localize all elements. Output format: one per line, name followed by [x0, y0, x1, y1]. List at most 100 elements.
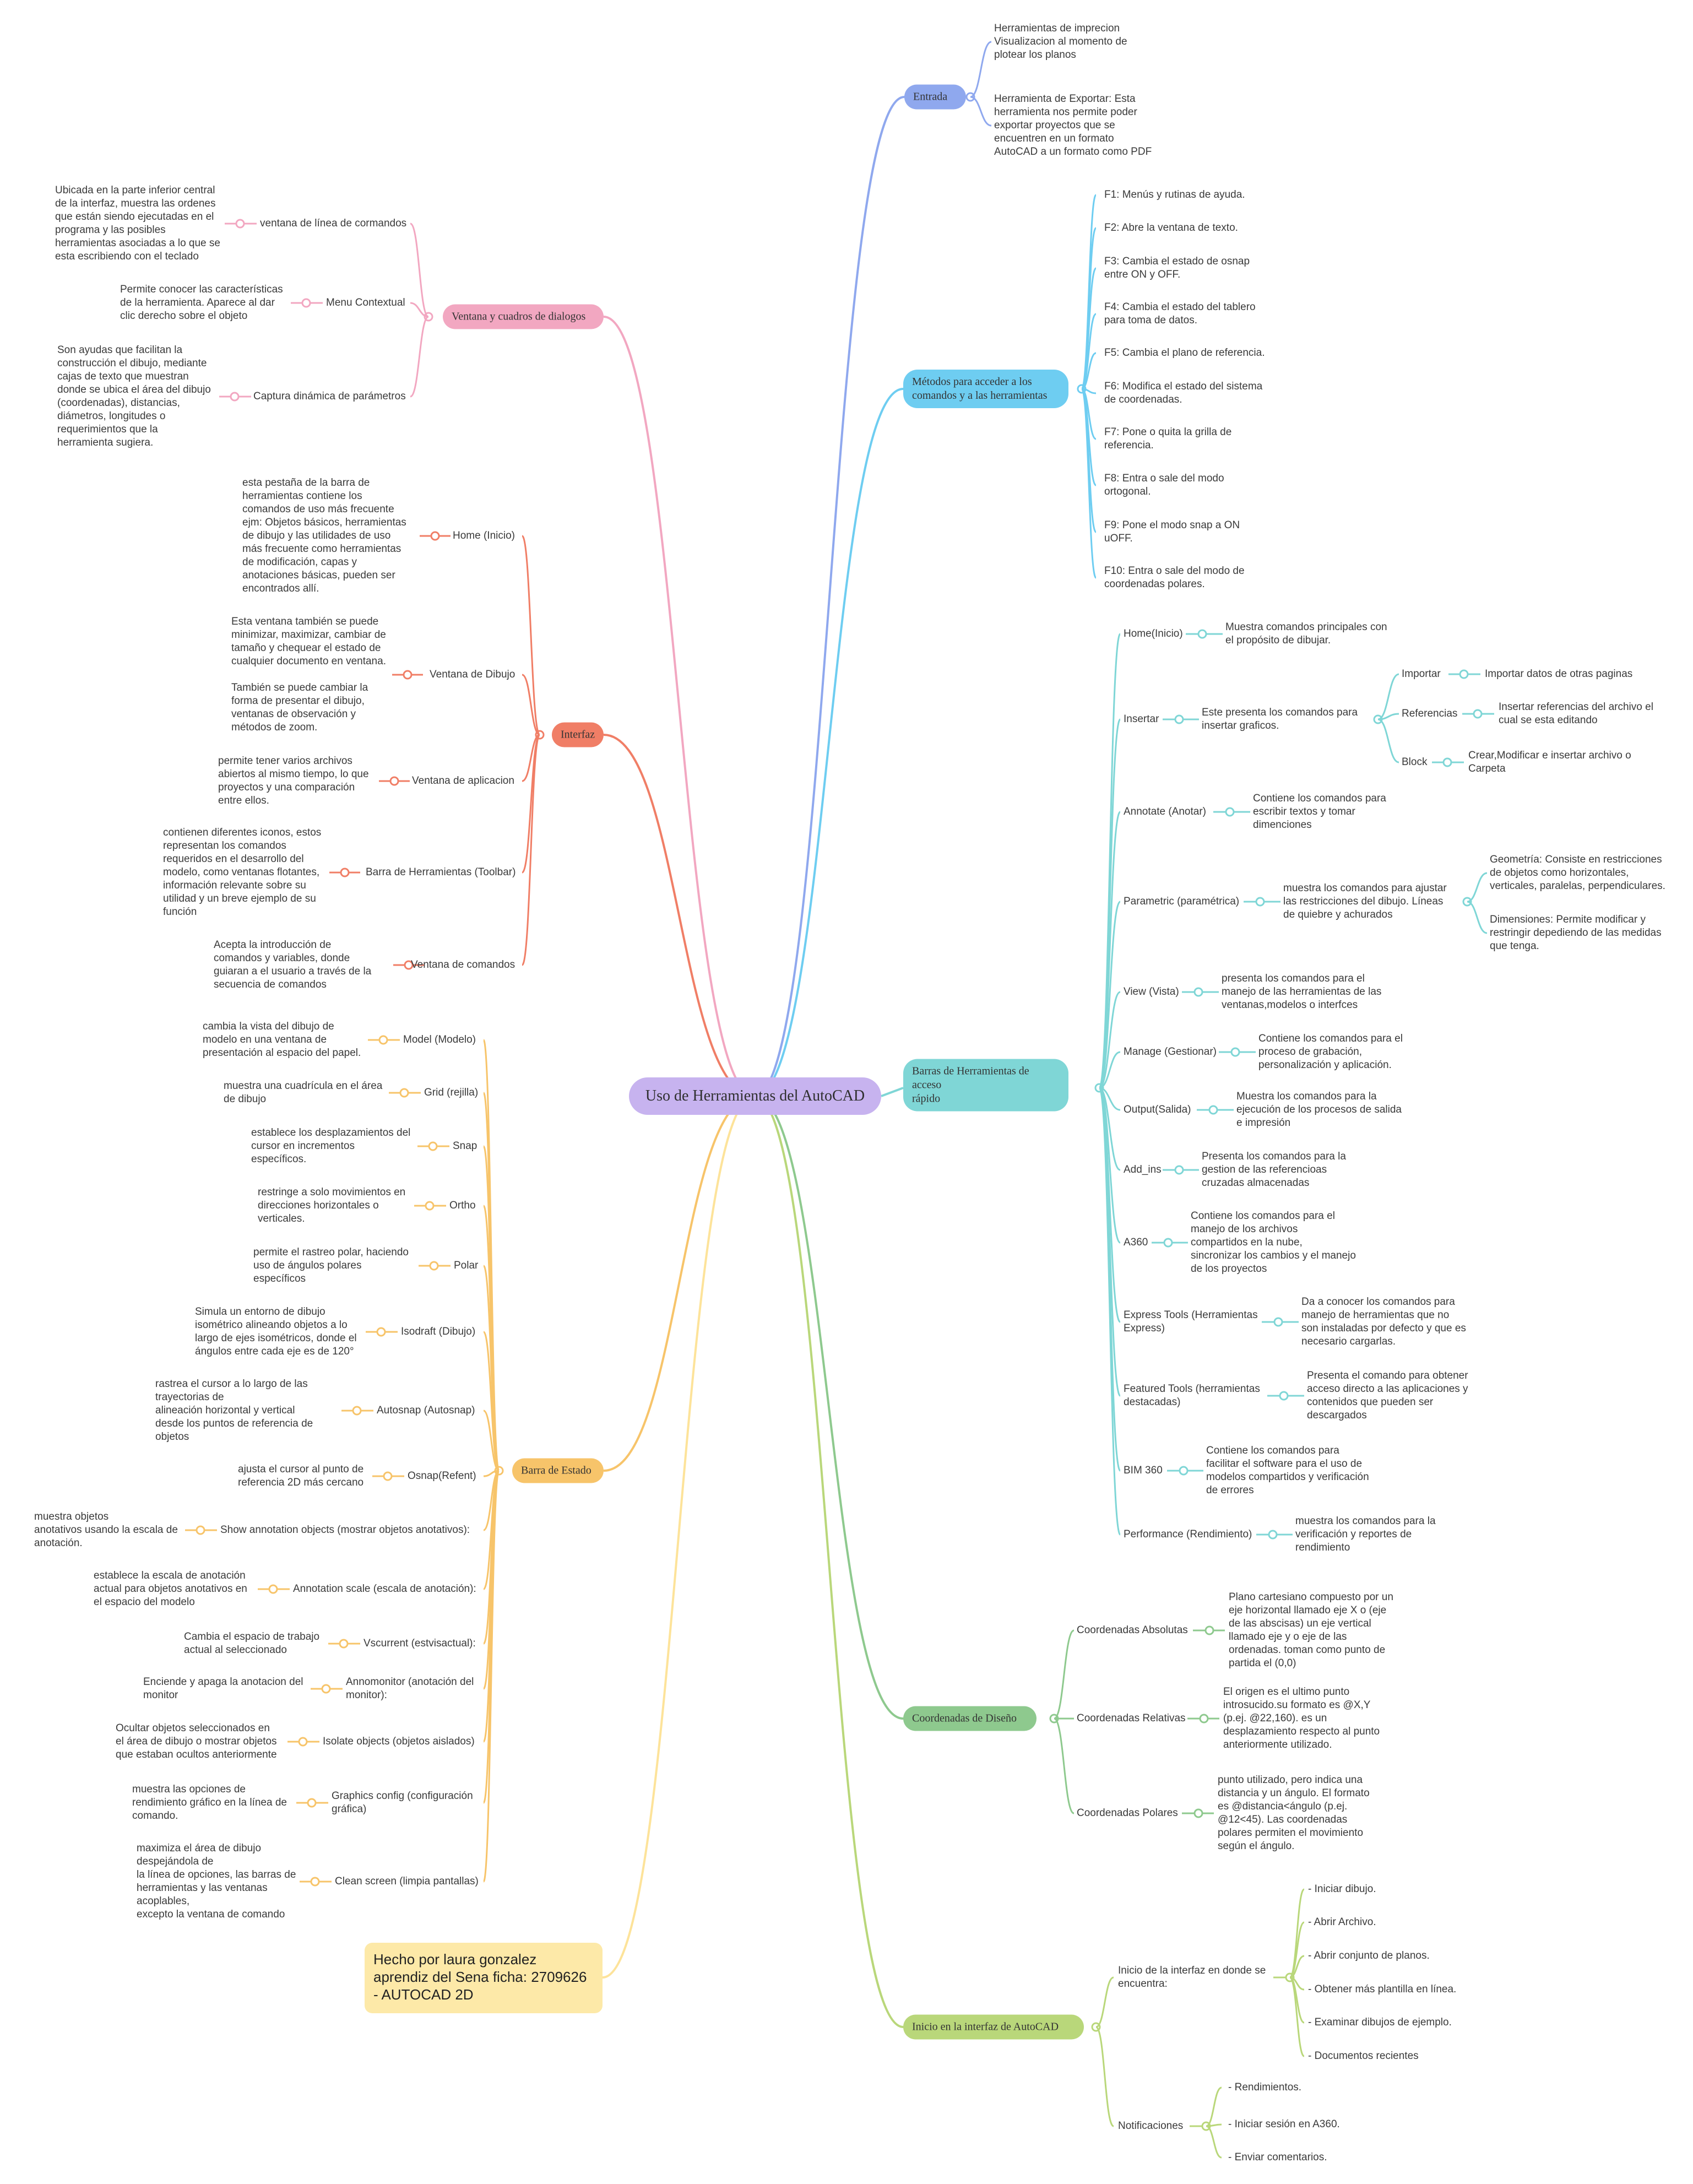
estado-item[interactable]: Show annotation objects (mostrar objetos… [220, 1524, 470, 1536]
estado-item[interactable]: Osnap(Refent) [408, 1470, 476, 1482]
barras-item[interactable]: A360 [1124, 1237, 1148, 1248]
node-connector-dot[interactable] [1204, 1625, 1214, 1635]
node-connector-dot[interactable] [268, 1584, 278, 1594]
node-connector-dot[interactable] [1193, 1808, 1203, 1818]
interfaz-item[interactable]: Home (Inicio) [453, 530, 515, 541]
branch-estado[interactable]: Barra de Estado [512, 1458, 604, 1483]
ventana-item[interactable]: Captura dinámica de parámetros [253, 391, 406, 402]
barras-item[interactable]: Insertar [1124, 713, 1159, 725]
barras-item[interactable]: Output(Salida) [1124, 1104, 1191, 1115]
estado-item[interactable]: Isodraft (Dibujo) [401, 1326, 476, 1337]
branch-coordenadas[interactable]: Coordenadas de Diseño [903, 1706, 1037, 1731]
coordenadas-item[interactable]: Coordenadas Polares [1077, 1807, 1178, 1819]
estado-item[interactable]: Annomonitor (anotación del monitor): [346, 1676, 474, 1701]
connector [1377, 718, 1399, 763]
node-connector-dot[interactable] [1208, 1105, 1218, 1115]
node-connector-dot[interactable] [376, 1327, 386, 1337]
node-connector-dot[interactable] [1459, 669, 1469, 679]
estado-item[interactable]: Grid (rejilla) [424, 1087, 479, 1098]
node-connector-dot[interactable] [1193, 987, 1203, 997]
node-connector-dot[interactable] [310, 1877, 320, 1887]
barras-item[interactable]: Express Tools (Herramientas Express) [1124, 1309, 1258, 1334]
estado-item[interactable]: Ortho [449, 1200, 476, 1211]
node-connector-dot[interactable] [1255, 897, 1265, 907]
node-connector-dot[interactable] [1442, 757, 1452, 767]
insertar-sub-item[interactable]: Importar [1402, 668, 1441, 680]
branch-interfaz[interactable]: Interfaz [552, 722, 604, 747]
barras-item[interactable]: Featured Tools (herramientas destacadas) [1124, 1383, 1260, 1408]
node-connector-dot[interactable] [301, 298, 311, 308]
estado-item[interactable]: Model (Modelo) [403, 1034, 476, 1045]
node-connector-dot[interactable] [1199, 1714, 1209, 1724]
barras-item[interactable]: Annotate (Anotar) [1124, 806, 1206, 817]
node-connector-dot[interactable] [352, 1406, 362, 1416]
estado-item[interactable]: Polar [454, 1260, 479, 1271]
inicio-group[interactable]: Inicio de la interfaz en donde se encuen… [1118, 1965, 1266, 1990]
barras-item[interactable]: Parametric (paramétrica) [1124, 896, 1240, 907]
node-connector-dot[interactable] [430, 531, 440, 541]
interfaz-item[interactable]: Barra de Herramientas (Toolbar) [366, 866, 516, 878]
node-connector-dot[interactable] [1473, 709, 1483, 719]
estado-item[interactable]: Isolate objects (objetos aislados) [323, 1736, 475, 1747]
node-connector-dot[interactable] [235, 219, 245, 229]
node-connector-dot[interactable] [339, 1639, 349, 1649]
node-connector-dot[interactable] [403, 670, 413, 680]
interfaz-item[interactable]: Ventana de comandos [411, 959, 516, 971]
ventana-item[interactable]: Menu Contextual [326, 297, 405, 308]
node-connector-dot[interactable] [429, 1261, 439, 1271]
node-connector-dot[interactable] [298, 1737, 308, 1747]
node-connector-dot[interactable] [383, 1471, 393, 1481]
node-connector-dot[interactable] [1268, 1530, 1278, 1540]
interfaz-item[interactable]: Ventana de aplicacion [412, 775, 514, 787]
node-connector-dot[interactable] [1174, 714, 1184, 724]
barras-item-description: Contiene los comandos para el manejo de … [1191, 1210, 1356, 1275]
branch-barras[interactable]: Barras de Herramientas de acceso rápido [903, 1059, 1068, 1112]
node-connector-dot[interactable] [321, 1684, 331, 1694]
branch-metodos[interactable]: Métodos para acceder a los comandos y a … [903, 370, 1068, 408]
inicio-item: - Examinar dibujos de ejemplo. [1308, 2017, 1452, 2028]
estado-item[interactable]: Autosnap (Autosnap) [377, 1405, 475, 1416]
connector [970, 96, 992, 127]
node-connector-dot[interactable] [230, 392, 240, 402]
node-connector-dot[interactable] [1163, 1238, 1173, 1248]
node-connector-dot[interactable] [1174, 1165, 1184, 1175]
ventana-item[interactable]: ventana de línea de cormandos [260, 218, 407, 229]
coordenadas-item[interactable]: Coordenadas Absolutas [1077, 1624, 1188, 1636]
inicio-group[interactable]: Notificaciones [1118, 2120, 1184, 2132]
node-connector-dot[interactable] [1230, 1047, 1240, 1057]
barras-item[interactable]: Home(Inicio) [1124, 628, 1183, 640]
root-topic[interactable]: Uso de Herramientas del AutoCAD [629, 1077, 881, 1115]
interfaz-item[interactable]: Ventana de Dibujo [430, 669, 516, 680]
node-connector-dot[interactable] [340, 868, 350, 877]
estado-item[interactable]: Snap [453, 1140, 477, 1152]
node-connector-dot[interactable] [425, 1201, 435, 1211]
node-connector-dot[interactable] [1273, 1317, 1283, 1327]
branch-inicio[interactable]: Inicio en la interfaz de AutoCAD [903, 2014, 1084, 2040]
barras-item[interactable]: Manage (Gestionar) [1124, 1046, 1217, 1058]
node-connector-dot[interactable] [399, 1088, 409, 1098]
coordenadas-item[interactable]: Coordenadas Relativas [1077, 1712, 1186, 1724]
barras-item[interactable]: BIM 360 [1124, 1465, 1163, 1476]
node-connector-dot[interactable] [1279, 1391, 1289, 1401]
node-connector-dot[interactable] [389, 776, 399, 786]
estado-item[interactable]: Annotation scale (escala de anotación): [293, 1583, 476, 1595]
node-connector-dot[interactable] [1225, 807, 1235, 817]
branch-entrada[interactable]: Entrada [904, 84, 966, 110]
barras-item-description: Da a conocer los comandos para manejo de… [1301, 1296, 1466, 1347]
insertar-sub-item[interactable]: Block [1402, 756, 1428, 768]
barras-item[interactable]: View (Vista) [1124, 986, 1179, 998]
node-connector-dot[interactable] [307, 1798, 317, 1808]
estado-item[interactable]: Graphics config (configuración gráfica) [332, 1790, 473, 1815]
estado-item[interactable]: Vscurrent (estvisactual): [363, 1638, 476, 1649]
connector [1099, 1087, 1121, 1111]
node-connector-dot[interactable] [428, 1141, 438, 1151]
node-connector-dot[interactable] [196, 1525, 205, 1535]
insertar-sub-item[interactable]: Referencias [1402, 708, 1458, 719]
node-connector-dot[interactable] [1179, 1466, 1189, 1476]
node-connector-dot[interactable] [1197, 629, 1207, 639]
barras-item[interactable]: Add_ins [1124, 1164, 1162, 1175]
branch-ventana[interactable]: Ventana y cuadros de dialogos [443, 304, 604, 329]
node-connector-dot[interactable] [378, 1035, 388, 1045]
barras-item[interactable]: Performance (Rendimiento) [1124, 1529, 1252, 1540]
estado-item[interactable]: Clean screen (limpia pantallas) [335, 1876, 479, 1887]
